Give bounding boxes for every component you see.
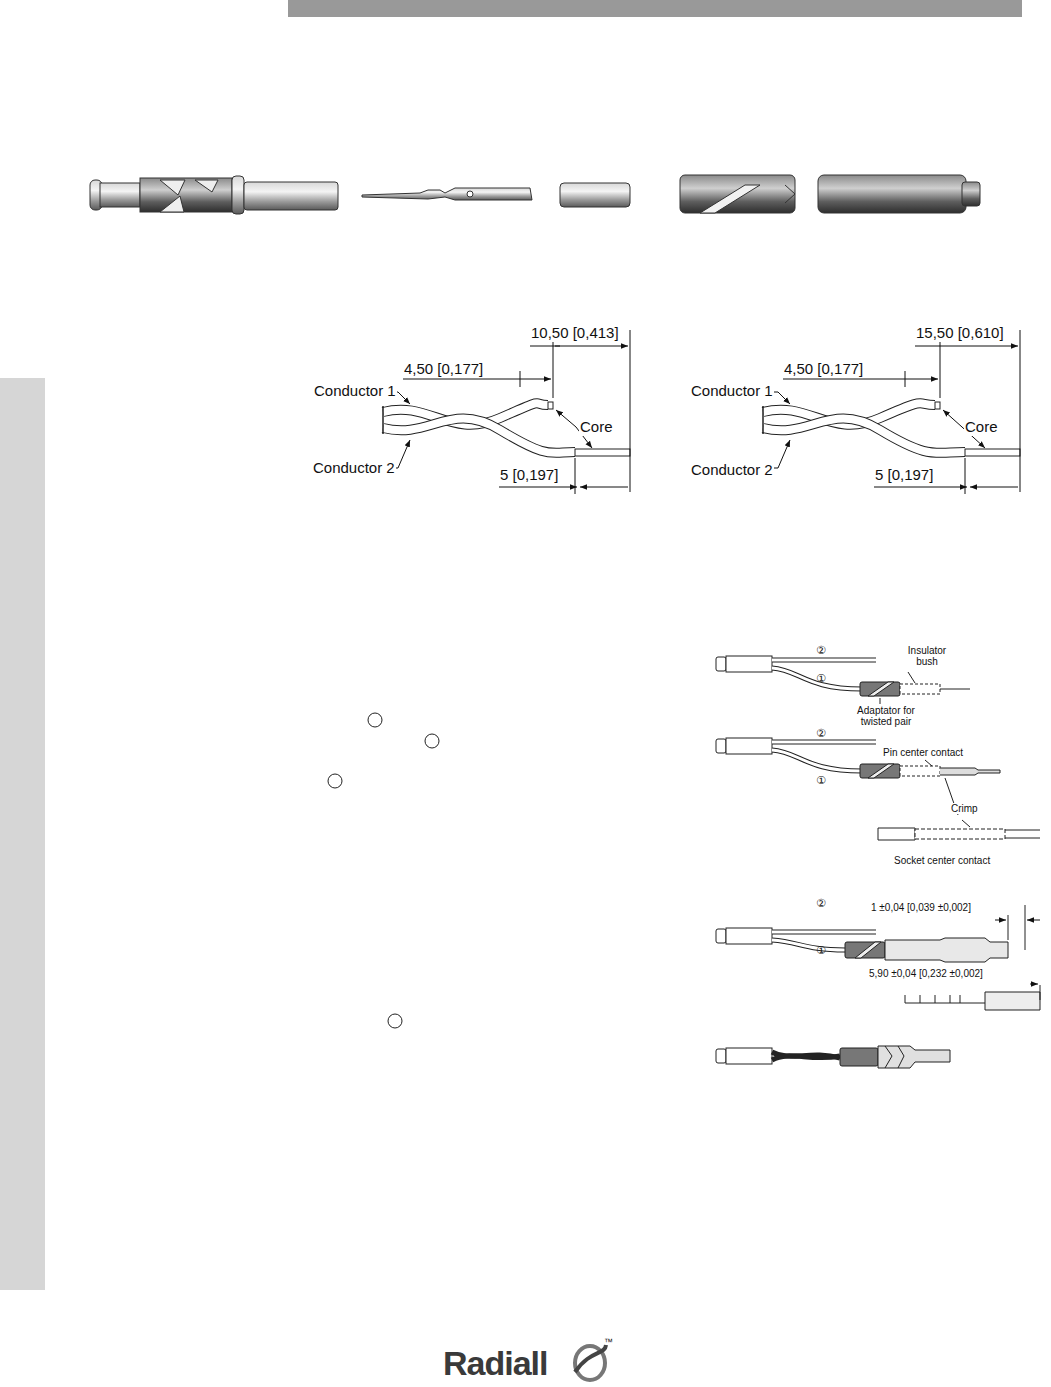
trademark: ™ <box>604 1338 613 1348</box>
crimp-label: Crimp <box>950 803 979 814</box>
part-label: Pin center contact <box>882 747 964 758</box>
dimension-label: 5 [0,197] <box>874 467 934 484</box>
core-label: Core <box>964 419 999 436</box>
part-label: Adaptator for twisted pair <box>845 705 927 727</box>
dimension-label: 5,90 ±0,04 [0,232 ±0,002] <box>868 968 984 979</box>
core-label: Core <box>579 419 614 436</box>
part-label: Socket center contact <box>893 855 991 866</box>
dimension-label: 10,50 [0,413] <box>530 325 620 342</box>
dimension-label: 15,50 [0,610] <box>915 325 1005 342</box>
callout-number: ① <box>816 944 826 956</box>
dimension-label: 4,50 [0,177] <box>783 361 864 378</box>
callout-number: ① <box>816 672 826 684</box>
dimension-label: 1 ±0,04 [0,039 ±0,002] <box>870 902 972 913</box>
dimension-label: 5 [0,197] <box>499 467 559 484</box>
conductor-label: Conductor 2 <box>690 462 774 479</box>
conductor-label: Conductor 1 <box>313 383 397 400</box>
dimension-label: 4,50 [0,177] <box>403 361 484 378</box>
conductor-label: Conductor 2 <box>312 460 396 477</box>
part-label: Insulator bush <box>898 645 956 667</box>
callout-number: ① <box>816 774 826 786</box>
conductor-label: Conductor 1 <box>690 383 774 400</box>
callout-number: ② <box>816 644 826 656</box>
callout-number: ② <box>816 897 826 909</box>
brand-logo: Radiall <box>443 1345 547 1382</box>
callout-number: ② <box>816 727 826 739</box>
